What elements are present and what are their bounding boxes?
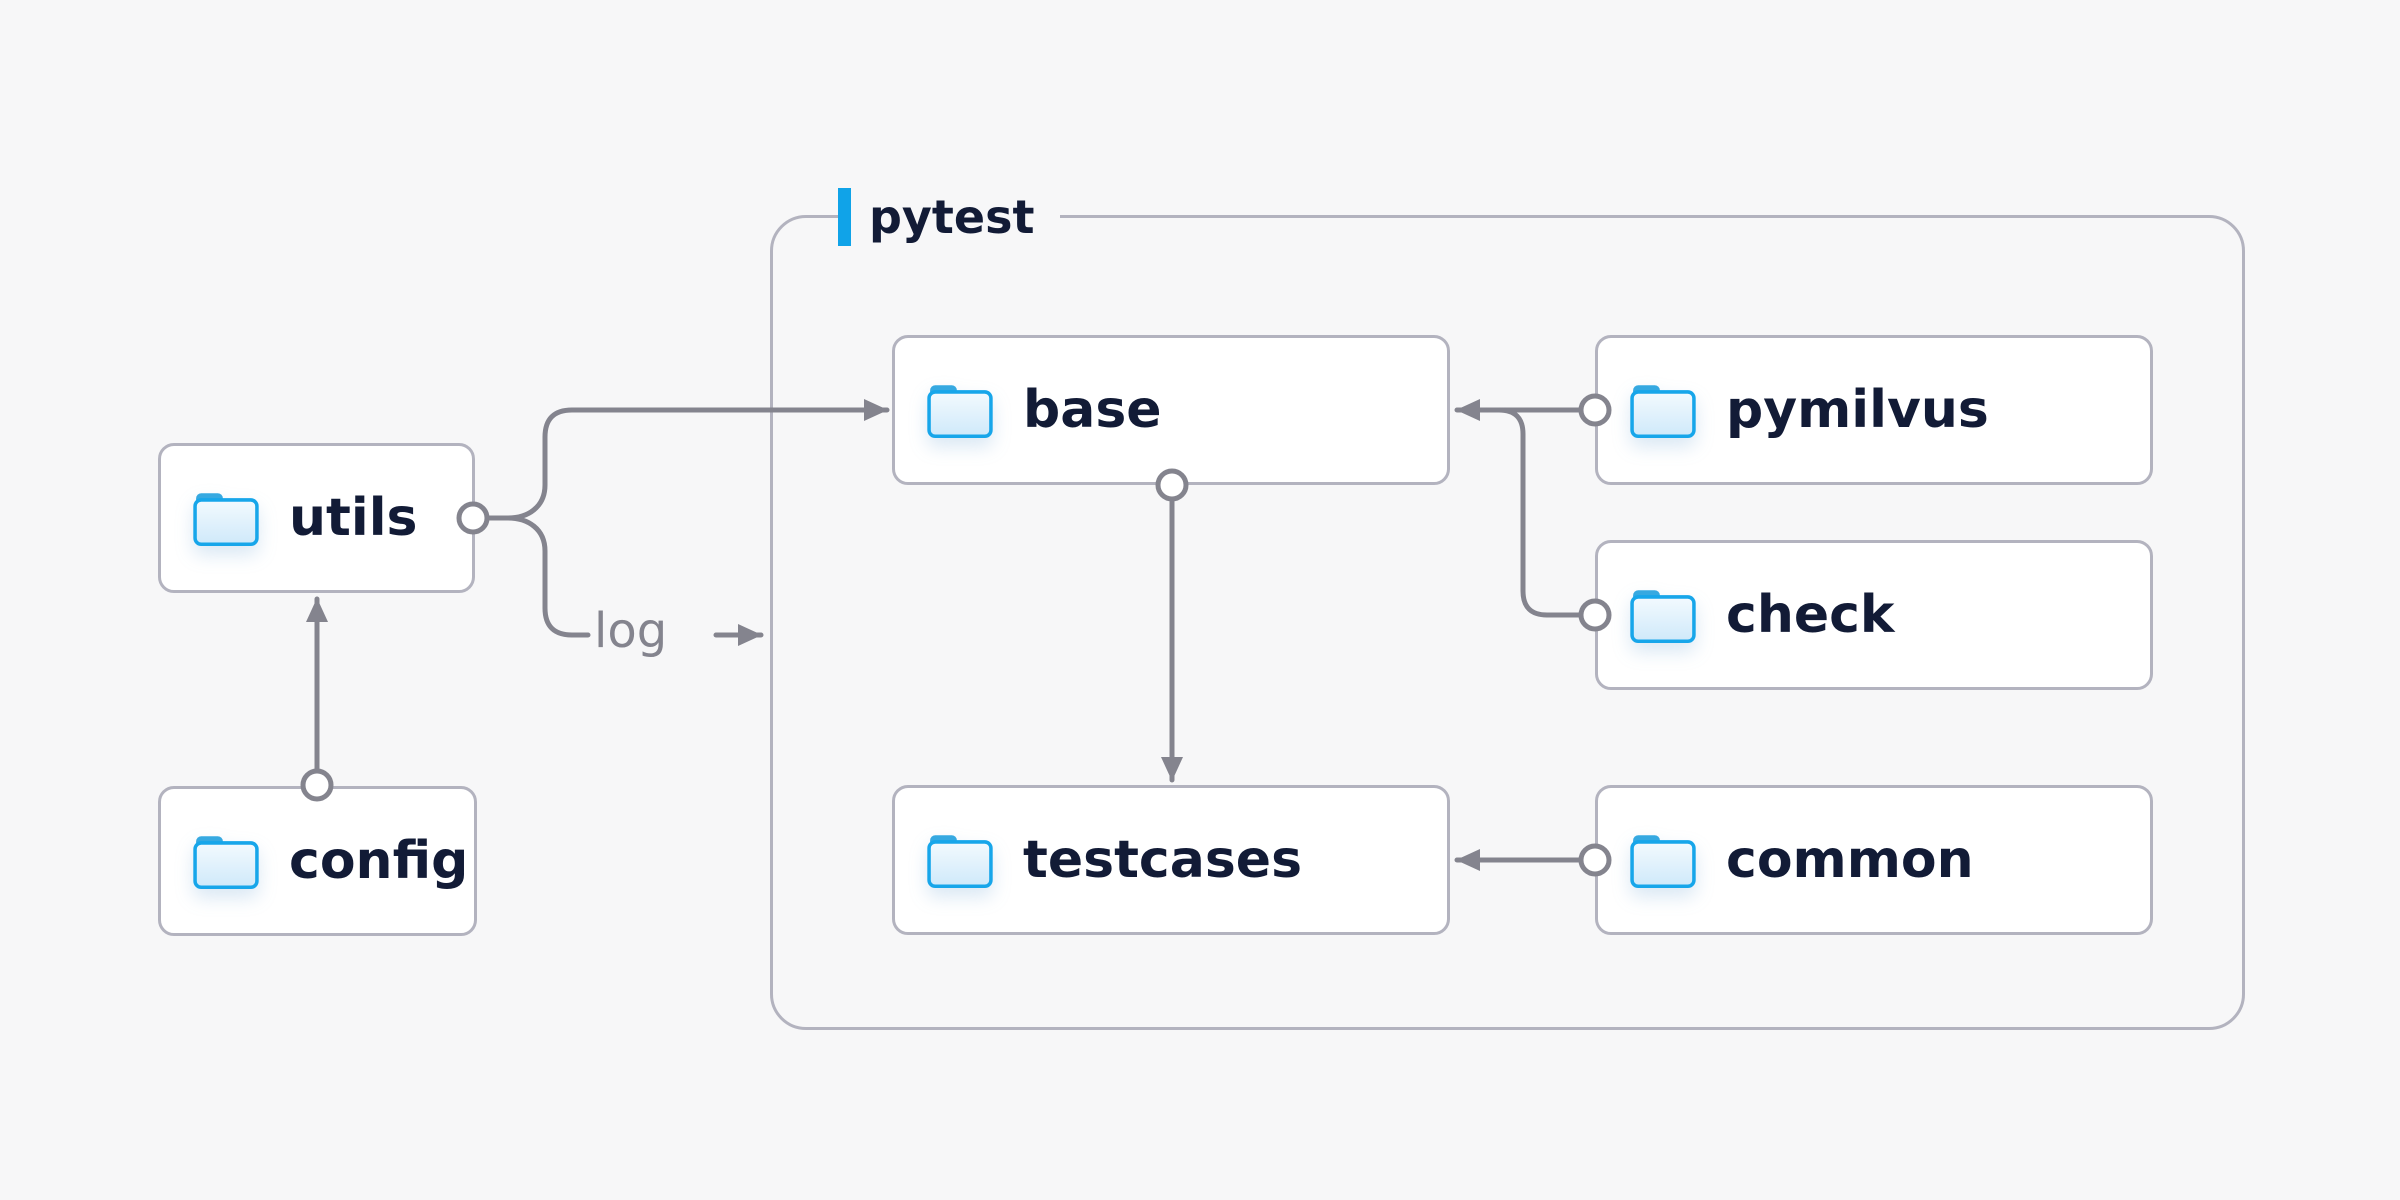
node-config: config bbox=[158, 786, 477, 936]
edge-utils-log bbox=[484, 515, 591, 638]
folder-icon bbox=[927, 384, 993, 438]
folder-icon bbox=[1630, 384, 1696, 438]
node-common: common bbox=[1595, 785, 2153, 935]
node-label: check bbox=[1726, 585, 1895, 645]
folder-icon bbox=[193, 835, 259, 889]
pytest-group-container bbox=[770, 215, 2245, 1030]
node-label: testcases bbox=[1023, 830, 1303, 890]
node-label: base bbox=[1023, 380, 1162, 440]
group-title: pytest bbox=[851, 186, 1061, 248]
folder-icon bbox=[193, 492, 259, 546]
node-utils: utils bbox=[158, 443, 475, 593]
edge-label-log: log bbox=[594, 603, 668, 659]
node-label: config bbox=[289, 831, 469, 891]
folder-icon bbox=[1630, 589, 1696, 643]
pytest-group-label: pytest bbox=[838, 186, 1061, 248]
node-label: pymilvus bbox=[1726, 380, 1989, 440]
folder-icon bbox=[927, 834, 993, 888]
node-label: common bbox=[1726, 830, 1974, 890]
folder-icon bbox=[1630, 834, 1696, 888]
node-check: check bbox=[1595, 540, 2153, 690]
node-label: utils bbox=[289, 488, 418, 548]
accent-bar-icon bbox=[838, 188, 851, 246]
node-pymilvus: pymilvus bbox=[1595, 335, 2153, 485]
node-base: base bbox=[892, 335, 1450, 485]
node-testcases: testcases bbox=[892, 785, 1450, 935]
